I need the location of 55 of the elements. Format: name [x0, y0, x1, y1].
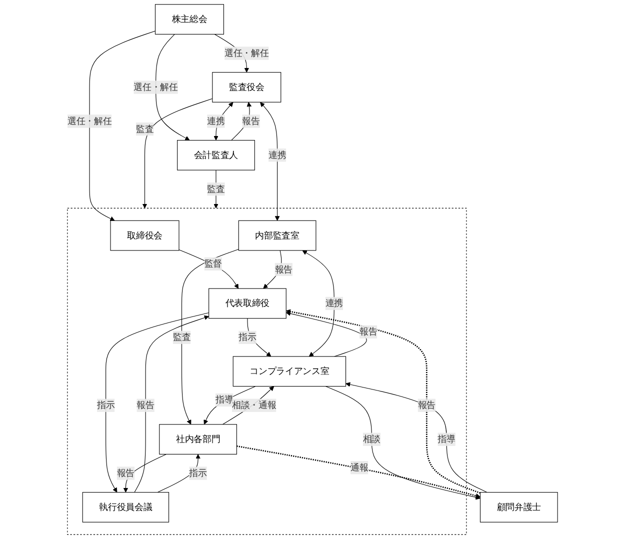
edge-label: 報告: [418, 400, 436, 410]
arrow: [204, 386, 256, 425]
arrow: [134, 315, 210, 493]
node-box: 監査役会: [212, 72, 282, 102]
arrow: [157, 454, 200, 493]
arrow: [286, 309, 480, 494]
arrow: [156, 34, 190, 140]
edge-label: 通報: [350, 462, 368, 473]
edge-label: 選任・解任: [67, 116, 112, 126]
node-box: 執行役員会議: [82, 492, 170, 522]
edge-label: 指示: [96, 400, 115, 410]
arrow: [214, 170, 218, 208]
node-box: 社内各部門: [159, 424, 237, 454]
node-box: 内部監査室: [238, 220, 316, 251]
edge-label: 報告: [116, 468, 135, 478]
node-box: 会計監査人: [177, 140, 255, 170]
node-box: 顧問弁護士: [480, 492, 558, 522]
edge-label: 指導: [438, 434, 456, 444]
arrow: [106, 312, 210, 493]
edge-label: 連携: [207, 116, 225, 126]
arrow: [325, 386, 480, 500]
edge-label: 相談: [362, 434, 381, 444]
edge-label: 連携: [325, 298, 344, 308]
arrow: [286, 311, 367, 357]
arrow: [236, 445, 480, 498]
node-box: 株主総会: [154, 4, 224, 35]
arrow: [142, 98, 213, 208]
edge-label: 連携: [268, 150, 286, 160]
node-box: 代表取締役: [208, 288, 286, 319]
edge-label: 指示: [238, 332, 256, 342]
arrow: [123, 454, 167, 493]
arrow: [263, 250, 282, 289]
arrow: [260, 102, 280, 221]
cluster: [67, 208, 467, 535]
edge-label: 報告: [136, 400, 154, 410]
arrow: [302, 250, 334, 357]
edge-label: 監査: [172, 332, 191, 342]
edge-label: 選任・解任: [224, 48, 269, 58]
edge-label: 選任・解任: [134, 82, 178, 92]
arrow: [89, 30, 156, 221]
edge-label: 監査: [136, 124, 154, 134]
node-box: 取締役会: [110, 220, 180, 251]
arrow: [178, 249, 239, 289]
edge-label: 報告: [242, 116, 260, 126]
edge-label: 指示: [189, 468, 207, 478]
arrow: [231, 102, 252, 141]
arrow: [181, 249, 239, 425]
node-box: コンプライアンス室: [232, 356, 346, 387]
edge-label: 監査: [207, 184, 225, 194]
edge-label: 監督: [204, 258, 222, 269]
edge-label: 報告: [359, 326, 378, 337]
edge-label: 報告: [274, 264, 292, 274]
arrow: [346, 382, 488, 493]
edge-label: 指導: [216, 394, 234, 405]
edge-label: 相談・通報: [232, 400, 276, 410]
